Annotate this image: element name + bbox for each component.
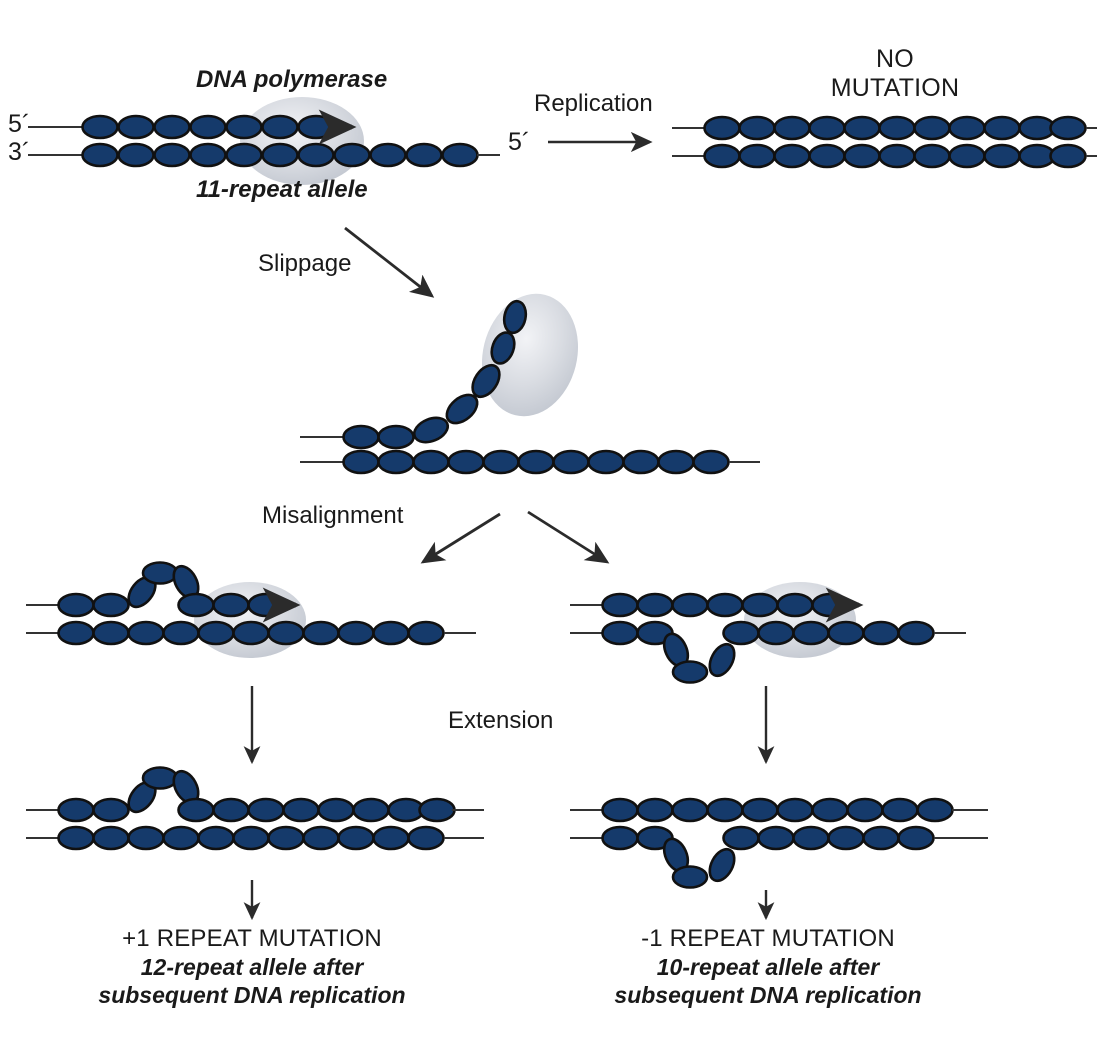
right-result-line1: 10-repeat allele after [656, 954, 880, 980]
left-misaligned-group [26, 561, 476, 658]
parental-duplex-group [28, 97, 500, 185]
slippage-label: Slippage [258, 250, 352, 277]
dna-polymerase-label: DNA polymerase [196, 66, 388, 93]
loop-bead [141, 766, 179, 790]
left-extended-top-strand [57, 766, 456, 823]
extension-arrows [243, 686, 775, 765]
no-mutation-top-strand [703, 115, 1087, 141]
parental-top-strand [81, 114, 335, 140]
five-prime-mid-label: 5´ [508, 128, 531, 156]
no-mutation-label-line2: MUTATION [830, 74, 960, 102]
five-prime-top-label: 5´ [8, 110, 31, 138]
slippage-top-strand [342, 299, 528, 450]
three-prime-bottom-label: 3´ [8, 138, 31, 166]
loop-bead [671, 660, 709, 684]
extension-label: Extension [448, 707, 554, 734]
misalignment-arrow-right [527, 510, 610, 564]
misalignment-label: Misalignment [262, 502, 404, 529]
left-extended-group [26, 766, 484, 851]
dna-polymerase-ellipse [481, 293, 579, 417]
right-result-line2: subsequent DNA replication [614, 982, 922, 1008]
right-result-title: -1 REPEAT MUTATION [641, 925, 895, 952]
right-misaligned-bottom-strand [601, 620, 935, 684]
no-mutation-duplex-group [672, 115, 1097, 169]
left-result-line1: 12-repeat allele after [140, 954, 364, 980]
left-result-line2: subsequent DNA replication [98, 982, 406, 1008]
right-extended-bottom-strand [601, 825, 935, 889]
replication-label: Replication [534, 90, 653, 117]
right-misaligned-group [570, 582, 966, 684]
left-result-title: +1 REPEAT MUTATION [122, 925, 382, 952]
right-misaligned-top-strand [601, 592, 849, 618]
parental-bottom-strand [81, 142, 479, 168]
slippage-bottom-strand [342, 449, 730, 475]
no-mutation-label-line1: NO [876, 45, 914, 73]
right-extended-group [570, 797, 988, 889]
slippage-arrow [344, 226, 435, 298]
dna-polymerase-ellipse [240, 97, 364, 185]
no-mutation-bottom-strand [703, 143, 1087, 169]
slippage-intermediate-group [300, 293, 760, 475]
dna-polymerase-ellipse [194, 582, 306, 658]
right-extended-top-strand [601, 797, 954, 823]
loop-bead [141, 561, 179, 585]
misalignment-arrow-left [420, 512, 501, 564]
loop-bead [671, 865, 709, 889]
misalignment-arrows [420, 510, 610, 564]
left-extended-bottom-strand [57, 825, 445, 851]
left-misaligned-bottom-strand [57, 620, 445, 646]
result-arrows [243, 880, 775, 921]
repeat-allele-label: 11-repeat allele [196, 176, 368, 203]
